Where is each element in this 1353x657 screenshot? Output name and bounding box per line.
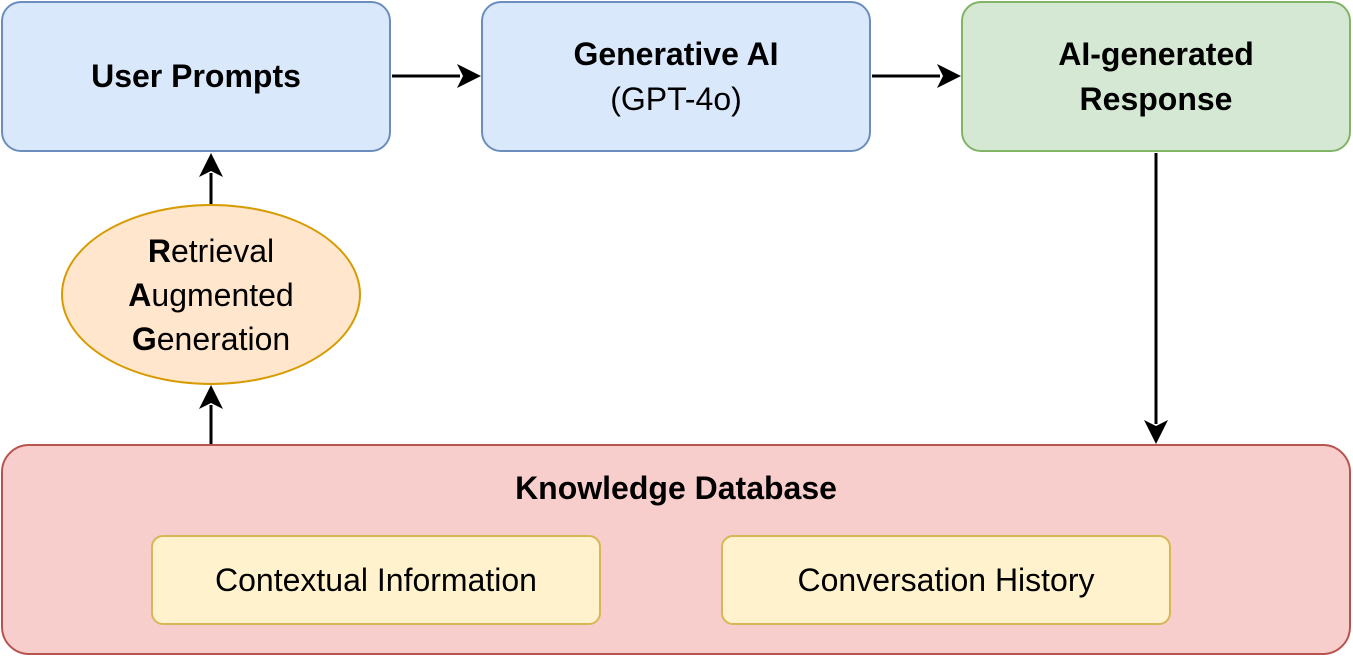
rag-initial-g: G <box>131 320 157 357</box>
knowledge-database-title: Knowledge Database <box>515 470 837 506</box>
ai-response-node: AI-generated Response <box>961 1 1351 152</box>
generative-ai-subtitle: (GPT-4o) <box>610 80 742 117</box>
user-prompts-node: User Prompts <box>1 1 391 152</box>
arrowhead-to-knowledge-database <box>1144 420 1168 444</box>
rag-rest-augmented: ugmented <box>151 276 294 313</box>
generative-ai-title: Generative AI <box>573 35 779 72</box>
contextual-information-label: Contextual Information <box>215 561 537 598</box>
rag-rest-retrieval: etrieval <box>170 232 275 269</box>
generative-ai-node: Generative AI (GPT-4o) <box>481 1 871 152</box>
conversation-history-label: Conversation History <box>797 561 1095 598</box>
arrowhead-to-rag <box>199 385 223 409</box>
rag-node: Retrieval Augmented Generation <box>61 204 361 385</box>
rag-line-augmented: Augmented <box>128 273 293 317</box>
arrowhead-to-generative-ai <box>457 64 481 88</box>
arrowhead-to-ai-response <box>937 64 961 88</box>
rag-rest-generation: eneration <box>156 320 291 357</box>
conversation-history-node: Conversation History <box>721 535 1171 625</box>
ai-response-line1: AI-generated <box>1058 35 1254 72</box>
rag-line-generation: Generation <box>132 317 290 361</box>
rag-initial-r: R <box>147 232 171 269</box>
ai-response-line2: Response <box>1079 80 1233 117</box>
rag-initial-a: A <box>128 276 152 313</box>
contextual-information-node: Contextual Information <box>151 535 601 625</box>
rag-line-retrieval: Retrieval <box>148 229 274 273</box>
arrowhead-to-user-prompts <box>199 153 223 177</box>
user-prompts-label: User Prompts <box>91 58 301 94</box>
